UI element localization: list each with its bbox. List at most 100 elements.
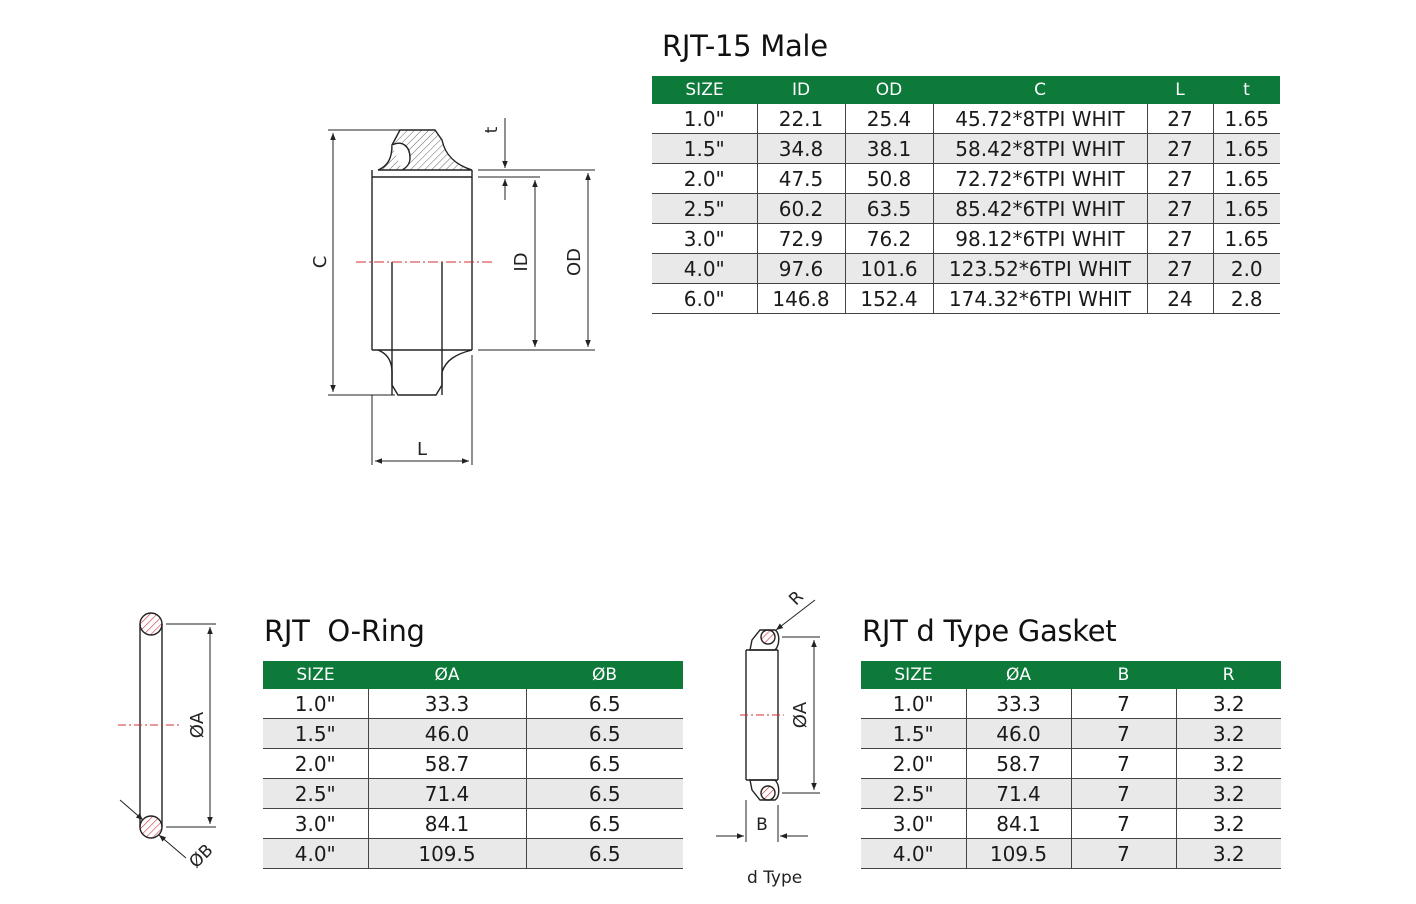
gasket-col-r: R [1176,661,1281,689]
male-thread-profile-top [377,129,473,171]
table-cell: 27 [1147,193,1214,224]
table-cell: 45.72*8TPI WHIT [933,104,1148,134]
table-cell: 6.5 [526,748,683,779]
table-cell: 85.42*6TPI WHIT [933,193,1148,224]
table-cell: 3.2 [1176,838,1281,869]
table-cell: 46.0 [368,718,527,749]
table-cell: 27 [1147,133,1214,164]
oring-col-b: ØB [526,661,683,689]
table-cell: 25.4 [845,104,934,134]
table-cell: 3.2 [1176,808,1281,839]
table-cell: 58.42*8TPI WHIT [933,133,1148,164]
male-col-c: C [933,76,1147,104]
table-cell: 3.0" [652,223,758,254]
table-cell: 1.65 [1213,193,1280,224]
table-cell: 4.0" [263,838,369,869]
table-cell: 1.65 [1213,104,1280,134]
table-cell: 3.2 [1176,748,1281,779]
gasket-label-r: R [785,587,808,610]
table-cell: 1.5" [861,718,967,749]
table-cell: 3.2 [1176,689,1281,719]
table-cell: 50.8 [845,163,934,194]
table-cell: 174.32*6TPI WHIT [933,283,1148,314]
male-col-l: L [1147,76,1213,104]
oring-col-size: SIZE [263,661,368,689]
table-cell: 22.1 [757,104,846,134]
table-cell: 1.5" [263,718,369,749]
table-cell: 6.5 [526,838,683,869]
male-col-od: OD [845,76,933,104]
table-cell: 27 [1147,163,1214,194]
gasket-drawing [716,599,820,842]
table-cell: 63.5 [845,193,934,224]
oring-label-a: ØA [187,711,208,738]
table-cell: 152.4 [845,283,934,314]
table-cell: 84.1 [368,808,527,839]
table-cell: 72.9 [757,223,846,254]
table-cell: 76.2 [845,223,934,254]
table-cell: 4.0" [652,253,758,284]
table-cell: 123.52*6TPI WHIT [933,253,1148,284]
gasket-col-size: SIZE [861,661,966,689]
table-cell: 1.65 [1213,223,1280,254]
gasket-dim-r [775,599,816,631]
table-cell: 3.0" [861,808,967,839]
male-header-row: SIZE ID OD C L t [652,76,1280,104]
table-cell: 72.72*6TPI WHIT [933,163,1148,194]
male-label-l: L [417,439,427,460]
table-cell: 47.5 [757,163,846,194]
table-cell: 98.12*6TPI WHIT [933,223,1148,254]
male-label-c: C [310,256,331,269]
table-cell: 6.0" [652,283,758,314]
table-cell: 7 [1071,718,1177,749]
table-cell: 2.0 [1213,253,1280,284]
table-cell: 2.5" [652,193,758,224]
gasket-drawing-caption: d Type [747,868,803,888]
table-cell: 38.1 [845,133,934,164]
table-cell: 2.0" [263,748,369,779]
male-label-od: OD [564,248,585,276]
table-cell: 6.5 [526,808,683,839]
table-cell: 2.0" [652,163,758,194]
oring-section-top [139,612,163,636]
table-cell: 109.5 [966,838,1072,869]
table-cell: 60.2 [757,193,846,224]
table-cell: 1.0" [861,689,967,719]
oring-header-row: SIZE ØA ØB [263,661,683,689]
table-cell: 1.0" [652,104,758,134]
table-cell: 7 [1071,689,1177,719]
oring-title: RJT O-Ring [264,614,425,648]
table-cell: 2.8 [1213,283,1280,314]
gasket-title: RJT d Type Gasket [862,614,1117,648]
table-cell: 2.0" [861,748,967,779]
table-cell: 97.6 [757,253,846,284]
table-cell: 84.1 [966,808,1072,839]
table-cell: 3.2 [1176,718,1281,749]
table-cell: 3.0" [263,808,369,839]
table-cell: 2.5" [263,778,369,809]
table-cell: 7 [1071,808,1177,839]
table-cell: 71.4 [966,778,1072,809]
table-cell: 1.5" [652,133,758,164]
gasket-col-b: B [1071,661,1176,689]
oring-dim-b-bottom [158,834,187,859]
table-cell: 27 [1147,223,1214,254]
table-cell: 58.7 [966,748,1072,779]
